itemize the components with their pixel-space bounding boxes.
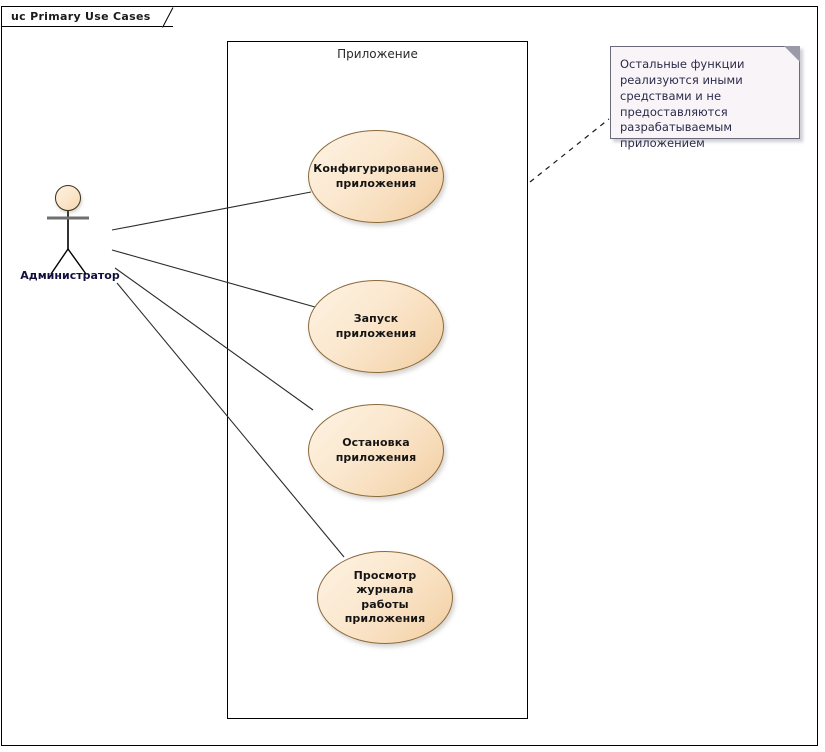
usecase-start-label: Запуск приложения [335,312,417,340]
system-boundary-label: Приложение [337,47,418,61]
usecase-configure-label: Конфигурирование приложения [313,162,439,190]
actor-head-icon [55,185,81,211]
diagram-title-label: uc Primary Use Cases [11,10,151,23]
note-box[interactable]: Остальные функции реализуются иными сред… [610,46,800,150]
diagram-title-tab[interactable]: uc Primary Use Cases [1,6,174,28]
actor-label[interactable]: Администратор [20,269,120,282]
usecase-configure[interactable]: Конфигурирование приложения [308,130,444,223]
usecase-stop-label: Остановка приложения [335,436,417,464]
usecase-start[interactable]: Запуск приложения [308,280,444,373]
note-fold-icon [784,46,800,62]
title-tab-corner-icon [162,7,184,28]
note-text: Остальные функции реализуются иными сред… [620,57,745,151]
usecase-view-log[interactable]: Просмотр журнала работы приложения [317,551,453,644]
usecase-view-log-label: Просмотр журнала работы приложения [344,569,426,625]
usecase-stop[interactable]: Остановка приложения [308,404,444,497]
